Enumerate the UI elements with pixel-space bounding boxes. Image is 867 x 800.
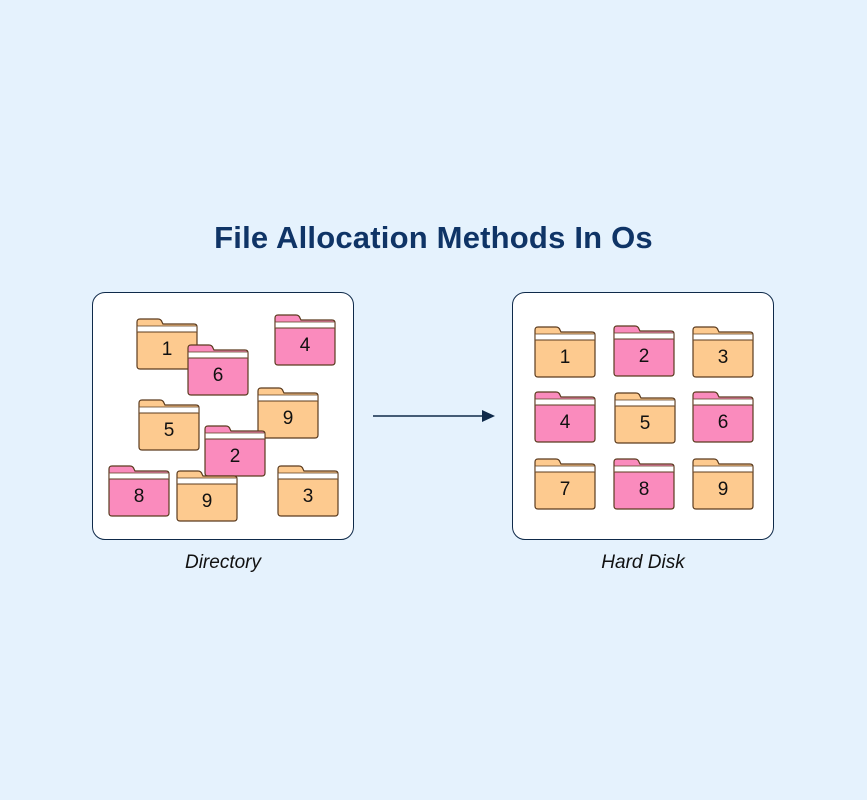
folder-number: 4 [299, 335, 311, 356]
folder-number: 1 [559, 347, 571, 368]
arrow-icon [373, 410, 495, 422]
directory-panel: 1 6 4 5 9 2 8 9 3 [92, 292, 354, 540]
hard-disk-label: Hard Disk [601, 552, 685, 573]
directory-folder-6: 2 [204, 425, 266, 477]
folder-number: 9 [282, 408, 294, 429]
folder-number: 7 [559, 479, 571, 500]
folder-number: 9 [201, 491, 213, 512]
disk-folder-7: 7 [534, 458, 596, 510]
disk-folder-1: 1 [534, 326, 596, 378]
folder-number: 2 [638, 346, 650, 367]
directory-folder-2: 6 [187, 344, 249, 396]
directory-folder-9: 3 [277, 465, 339, 517]
disk-folder-6: 6 [692, 391, 754, 443]
directory-folder-8: 9 [176, 470, 238, 522]
folder-number: 3 [302, 486, 314, 507]
folder-number: 4 [559, 412, 571, 433]
disk-folder-2: 2 [613, 325, 675, 377]
folder-number: 5 [639, 413, 651, 434]
directory-folder-5: 9 [257, 387, 319, 439]
disk-folder-9: 9 [692, 458, 754, 510]
folder-number: 9 [717, 479, 729, 500]
folder-number: 2 [229, 446, 241, 467]
folder-number: 1 [161, 339, 173, 360]
directory-folder-4: 5 [138, 399, 200, 451]
directory-folder-3: 4 [274, 314, 336, 366]
hard-disk-panel: 1 2 3 4 5 6 7 8 9 [512, 292, 774, 540]
disk-folder-8: 8 [613, 458, 675, 510]
disk-folder-3: 3 [692, 326, 754, 378]
folder-number: 8 [638, 479, 650, 500]
directory-label: Directory [184, 552, 261, 573]
folder-number: 6 [717, 412, 729, 433]
folder-number: 8 [133, 486, 145, 507]
folder-number: 5 [163, 420, 175, 441]
folder-number: 3 [717, 347, 729, 368]
diagram-title: File Allocation Methods In Os [214, 220, 653, 255]
directory-folder-1: 1 [136, 318, 198, 370]
disk-folder-5: 5 [614, 392, 676, 444]
folder-number: 6 [212, 365, 224, 386]
disk-folder-4: 4 [534, 391, 596, 443]
directory-folder-7: 8 [108, 465, 170, 517]
